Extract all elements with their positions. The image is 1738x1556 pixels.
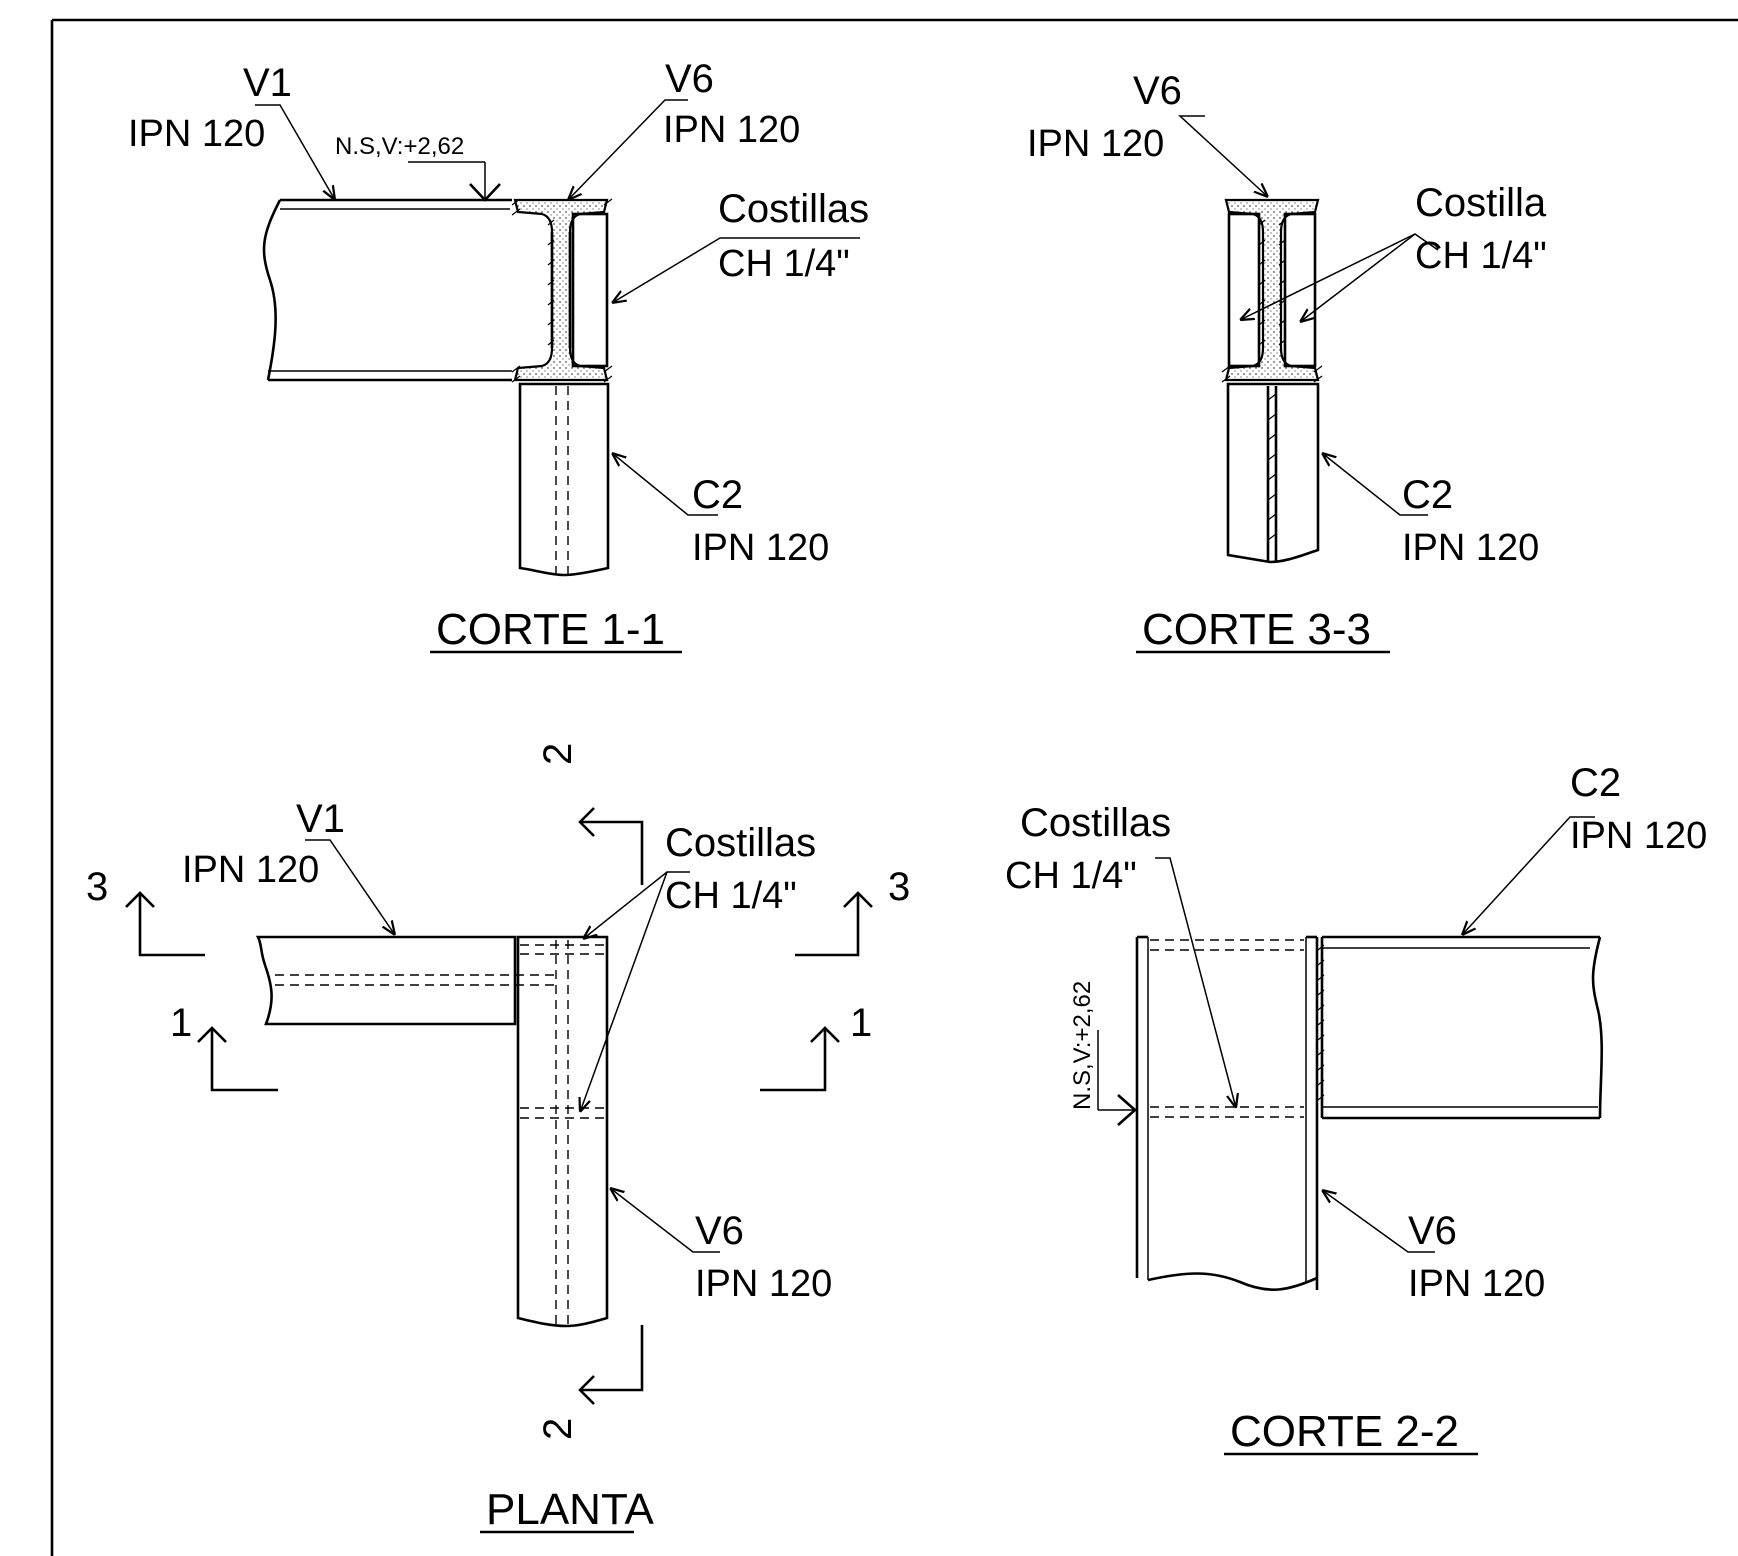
corte-3-3-view: V6 IPN 120 Costilla CH 1/4" C2 IPN 120 C… bbox=[1027, 69, 1547, 654]
c2-profile-label-2-2: IPN 120 bbox=[1570, 815, 1707, 857]
corte-3-3-title: CORTE 3-3 bbox=[1142, 605, 1371, 654]
leader-costillas-2-2 bbox=[1155, 857, 1236, 1108]
corte-2-2-view: Costillas CH 1/4" C2 IPN 120 N.S,V:+2,62… bbox=[1005, 761, 1707, 1456]
section-mark-3-right bbox=[795, 891, 873, 957]
c2-beam-side-2-2 bbox=[1320, 935, 1604, 1120]
c2-profile-label-3-3: IPN 120 bbox=[1402, 527, 1539, 569]
level-marker-2-2 bbox=[1097, 1030, 1137, 1126]
leader-v6-3-3 bbox=[1178, 115, 1268, 197]
section-mark-3-left bbox=[125, 891, 205, 957]
cut-1-left-label: 1 bbox=[170, 1001, 192, 1045]
v1-label: V1 bbox=[243, 61, 292, 105]
v6-profile-label-plan: IPN 120 bbox=[695, 1263, 832, 1305]
v1-beam-plan bbox=[255, 935, 555, 1026]
level-marker-1-1 bbox=[408, 161, 501, 202]
c2-column-side bbox=[518, 382, 610, 577]
corte-2-2-title: CORTE 2-2 bbox=[1230, 1407, 1459, 1456]
section-mark-1-right bbox=[760, 1026, 840, 1092]
planta-view: V1 IPN 120 Costillas CH 1/4" V6 IPN 120 … bbox=[86, 743, 910, 1534]
v6-profile-label: IPN 120 bbox=[663, 109, 800, 151]
v6-label-3-3: V6 bbox=[1133, 69, 1182, 113]
costillas-label-2-2: Costillas bbox=[1020, 801, 1171, 845]
costillas-size-label-2-2: CH 1/4" bbox=[1005, 855, 1137, 897]
level-label-2-2: N.S,V:+2,62 bbox=[1069, 981, 1096, 1110]
leader-costilla-right bbox=[1300, 233, 1416, 322]
planta-title: PLANTA bbox=[486, 1485, 655, 1534]
costillas-label: Costillas bbox=[718, 187, 869, 231]
section-mark-2-bottom bbox=[578, 1325, 644, 1405]
leader-v6-plan bbox=[610, 1188, 720, 1253]
leader-costillas bbox=[612, 237, 860, 303]
section-mark-1-left bbox=[197, 1026, 278, 1092]
cut-3-right-label: 3 bbox=[888, 865, 910, 909]
costilla-label: Costilla bbox=[1415, 181, 1547, 225]
v6-profile-label-3-3: IPN 120 bbox=[1027, 123, 1164, 165]
section-mark-2-top bbox=[578, 807, 644, 885]
v6-label-2-2: V6 bbox=[1408, 1209, 1457, 1253]
v6-label: V6 bbox=[665, 57, 714, 101]
v1-label-plan: V1 bbox=[296, 797, 345, 841]
v6-label-plan: V6 bbox=[695, 1209, 744, 1253]
cut-1-right-label: 1 bbox=[850, 1001, 872, 1045]
leader-v6 bbox=[568, 99, 688, 200]
v6-beam-plan bbox=[516, 935, 609, 1328]
level-label: N.S,V:+2,62 bbox=[335, 133, 464, 160]
corte-1-1-view: V1 IPN 120 N.S,V:+2,62 V6 IPN 120 Costil… bbox=[128, 57, 869, 654]
c2-label-2-2: C2 bbox=[1570, 761, 1621, 805]
v6-profile-label-2-2: IPN 120 bbox=[1408, 1263, 1545, 1305]
v6-i-section bbox=[511, 198, 613, 383]
v6-i-section-3-3 bbox=[1221, 198, 1323, 383]
leader-v1-plan bbox=[305, 839, 395, 935]
v1-beam-side bbox=[262, 198, 512, 382]
leader-c2 bbox=[612, 453, 718, 516]
corte-1-1-title: CORTE 1-1 bbox=[436, 605, 665, 654]
leader-v1 bbox=[255, 104, 335, 200]
cut-2-top-label: 2 bbox=[536, 743, 580, 765]
v6-beam-side-2-2 bbox=[1135, 935, 1319, 1291]
c2-column-3-3 bbox=[1226, 382, 1320, 564]
costillas-size-label: CH 1/4" bbox=[718, 243, 850, 285]
c2-label: C2 bbox=[692, 473, 743, 517]
leader-c2-3-3 bbox=[1322, 453, 1428, 516]
sheet-frame bbox=[50, 18, 1738, 1556]
leader-costillas-plan-b bbox=[580, 871, 668, 1112]
v1-profile-label: IPN 120 bbox=[128, 113, 265, 155]
costillas-label-plan: Costillas bbox=[665, 821, 816, 865]
c2-profile-label: IPN 120 bbox=[692, 527, 829, 569]
v1-profile-label-plan: IPN 120 bbox=[182, 849, 319, 891]
costilla-size-label: CH 1/4" bbox=[1415, 235, 1547, 277]
cut-3-left-label: 3 bbox=[86, 865, 108, 909]
cut-2-bottom-label: 2 bbox=[536, 1418, 580, 1440]
leader-c2-2-2 bbox=[1462, 816, 1595, 935]
leader-v6-2-2 bbox=[1322, 1190, 1435, 1253]
costillas-size-label-plan: CH 1/4" bbox=[665, 875, 797, 917]
c2-label-3-3: C2 bbox=[1402, 473, 1453, 517]
